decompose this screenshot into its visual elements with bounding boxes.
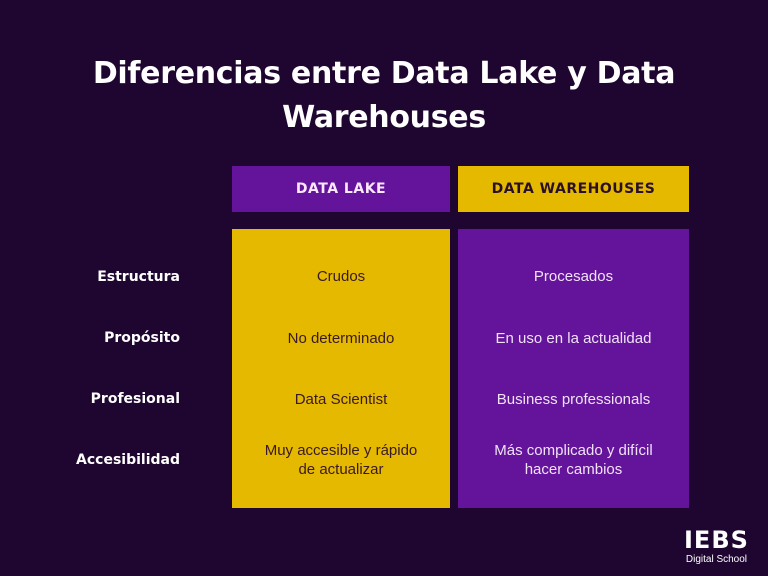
column-header-data-lake: DATA LAKE — [232, 166, 450, 212]
column-header-data-warehouses: DATA WAREHOUSES — [458, 166, 689, 212]
lake-cell-accesibilidad: Muy accesible y rápido de actualizar — [264, 442, 418, 478]
iebs-logo: IEBS Digital School — [684, 528, 749, 566]
row-label-estructura: Estructura — [97, 269, 180, 285]
row-label-proposito: Propósito — [104, 330, 180, 346]
row-label-accesibilidad: Accesibilidad — [76, 452, 180, 468]
warehouse-cell-proposito: En uso en la actualidad — [495, 330, 652, 347]
data-warehouses-column: Procesados En uso en la actualidad Busin… — [458, 229, 689, 508]
logo-mark: IEBS — [684, 526, 749, 554]
lake-cell-proposito: No determinado — [287, 330, 395, 347]
logo-subtitle: Digital School — [685, 554, 748, 565]
warehouse-cell-estructura: Procesados — [533, 268, 614, 285]
lake-cell-profesional: Data Scientist — [294, 391, 388, 408]
row-label-profesional: Profesional — [90, 391, 180, 407]
page-title: Diferencias entre Data Lake y Data Wareh… — [92, 56, 676, 135]
warehouse-cell-profesional: Business professionals — [496, 391, 651, 408]
lake-cell-estructura: Crudos — [316, 268, 366, 285]
warehouse-cell-accesibilidad: Más complicado y difícil hacer cambios — [494, 442, 653, 478]
data-lake-column: Crudos No determinado Data Scientist Muy… — [232, 229, 450, 508]
